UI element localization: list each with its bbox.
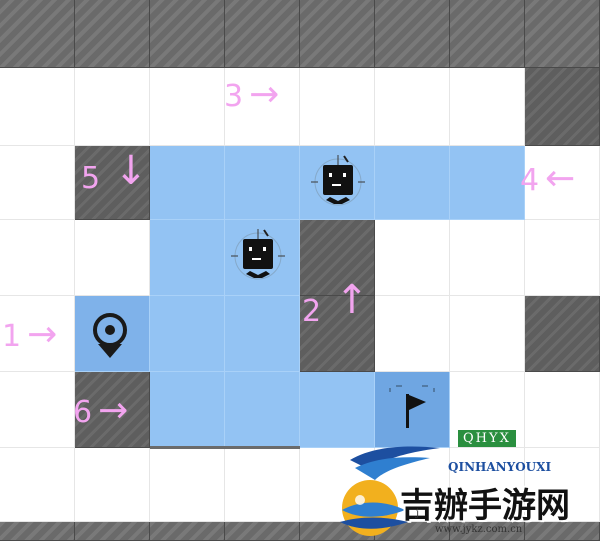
annotation-6: 6→ bbox=[73, 393, 128, 430]
annotation-2: 2↑ bbox=[302, 280, 369, 329]
grid-cell-path[interactable] bbox=[225, 146, 300, 220]
grid-cell-wall[interactable] bbox=[300, 0, 375, 68]
grid-cell-wall[interactable] bbox=[75, 146, 150, 220]
grid-cell-floor[interactable] bbox=[75, 68, 150, 146]
grid-cell-floor[interactable] bbox=[0, 220, 75, 296]
grid-cell-floor[interactable] bbox=[525, 220, 600, 296]
grid-cell-wall[interactable] bbox=[225, 0, 300, 68]
annotation-number: 2 bbox=[302, 294, 322, 329]
watermark-pinyin: QINHANYOUXI bbox=[448, 460, 552, 474]
annotation-number: 6 bbox=[73, 395, 93, 430]
grid-cell-path[interactable] bbox=[150, 146, 225, 220]
grid-cell-wall[interactable] bbox=[525, 522, 600, 541]
grid-cell-floor[interactable] bbox=[375, 220, 450, 296]
watermark-brand: QHYX bbox=[458, 430, 516, 447]
grid-cell-wall[interactable] bbox=[525, 68, 600, 146]
grid-cell-floor[interactable] bbox=[525, 146, 600, 220]
annotation-number: 5 bbox=[81, 161, 101, 196]
grid-cell-wall[interactable] bbox=[450, 0, 525, 68]
annotation-arrow: ← bbox=[545, 158, 576, 199]
grid-cell-floor[interactable] bbox=[375, 296, 450, 372]
grid-cell-wall[interactable] bbox=[0, 0, 75, 68]
grid-cell-floor[interactable] bbox=[150, 448, 225, 522]
grid-cell-floor[interactable] bbox=[225, 448, 300, 522]
grid-cell-path[interactable] bbox=[225, 296, 300, 372]
grid-cell-floor[interactable] bbox=[0, 296, 75, 372]
annotation-number: 4 bbox=[520, 163, 540, 198]
grid-cell-floor[interactable] bbox=[375, 68, 450, 146]
annotation-arrow: → bbox=[27, 314, 58, 355]
watermark-cn-text: 吉辦手游网 bbox=[400, 486, 570, 526]
start-eye-icon bbox=[93, 313, 127, 358]
black-square-enemy-icon bbox=[311, 155, 365, 206]
path-edge-line bbox=[150, 446, 300, 449]
annotation-number: 1 bbox=[2, 319, 22, 354]
grid-cell-wall[interactable] bbox=[75, 372, 150, 448]
grid-cell-wall[interactable] bbox=[525, 0, 600, 68]
annotation-3: 3→ bbox=[224, 77, 279, 114]
grid-cell-floor[interactable] bbox=[150, 68, 225, 146]
grid-cell-wall[interactable] bbox=[75, 522, 150, 541]
grid-cell-wall[interactable] bbox=[225, 522, 300, 541]
goal-flag-icon bbox=[389, 385, 435, 428]
grid-cell-path[interactable] bbox=[225, 372, 300, 448]
grid-cell-floor[interactable] bbox=[0, 146, 75, 220]
grid-cell-wall[interactable] bbox=[300, 296, 375, 372]
grid-cell-wall[interactable] bbox=[0, 522, 75, 541]
watermark-url: www.jykz.com.cn bbox=[435, 524, 523, 535]
grid-cell-wall[interactable] bbox=[75, 0, 150, 68]
watermark-j-char: j bbox=[416, 508, 420, 519]
annotation-arrow: ↑ bbox=[335, 277, 369, 323]
grid-cell-path[interactable] bbox=[375, 372, 450, 448]
grid-cell-floor[interactable] bbox=[525, 448, 600, 522]
grid-cell-wall[interactable] bbox=[300, 220, 375, 296]
annotation-4: 4← bbox=[520, 161, 575, 198]
grid-cell-floor[interactable] bbox=[0, 68, 75, 146]
grid-cell-path[interactable] bbox=[450, 146, 525, 220]
grid-cell-floor[interactable] bbox=[300, 68, 375, 146]
grid-cell-wall[interactable] bbox=[150, 0, 225, 68]
annotation-arrow: → bbox=[249, 74, 280, 115]
grid-cell-floor[interactable] bbox=[75, 220, 150, 296]
grid-cell-floor[interactable] bbox=[75, 448, 150, 522]
grid-cell-wall[interactable] bbox=[375, 522, 450, 541]
grid-cell-path[interactable] bbox=[375, 146, 450, 220]
annotation-arrow: → bbox=[98, 390, 129, 431]
grid-cell-path[interactable] bbox=[300, 372, 375, 448]
grid-cell-floor[interactable] bbox=[450, 220, 525, 296]
black-square-enemy-icon bbox=[231, 229, 285, 280]
grid-cell-floor[interactable] bbox=[0, 448, 75, 522]
grid-cell-floor[interactable] bbox=[450, 296, 525, 372]
grid-cell-wall[interactable] bbox=[525, 296, 600, 372]
grid-cell-floor[interactable] bbox=[450, 68, 525, 146]
annotation-5: 5↓ bbox=[81, 151, 148, 196]
grid-cell-path[interactable] bbox=[150, 296, 225, 372]
grid-cell-floor[interactable] bbox=[450, 448, 525, 522]
wave-logo-icon bbox=[340, 446, 440, 536]
grid-cell-floor[interactable] bbox=[225, 68, 300, 146]
grid-cell-path[interactable] bbox=[150, 220, 225, 296]
annotation-arrow: ↓ bbox=[114, 148, 148, 194]
grid-cell-wall[interactable] bbox=[150, 522, 225, 541]
annotation-1: 1→ bbox=[2, 317, 57, 354]
annotation-number: 3 bbox=[224, 79, 244, 114]
grid-cell-floor[interactable] bbox=[525, 372, 600, 448]
grid-cell-floor[interactable] bbox=[0, 372, 75, 448]
grid-cell-wall[interactable] bbox=[375, 0, 450, 68]
grid-cell-path[interactable] bbox=[150, 372, 225, 448]
